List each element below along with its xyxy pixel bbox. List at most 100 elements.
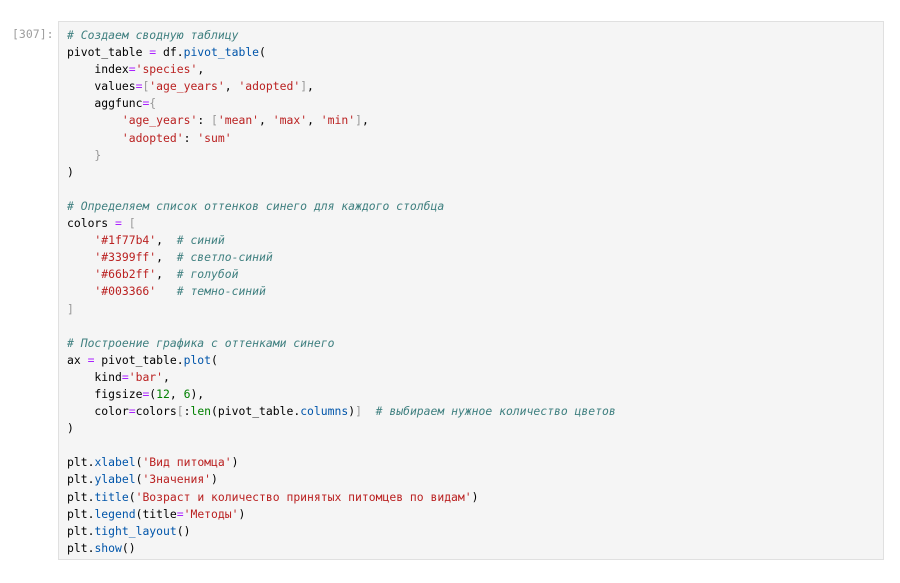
token-code-text: , [259, 113, 273, 128]
token-string: '#3399ff' [67, 250, 157, 265]
token-attribute: title [94, 489, 129, 504]
token-operator: = [115, 216, 122, 231]
token-comment: # светло-синий [176, 250, 273, 265]
code-line: aggfunc={ [67, 95, 616, 112]
code-line: plt.xlabel('Вид питомца') [67, 454, 616, 471]
token-code-text [67, 319, 74, 333]
token-code-text: : [197, 113, 212, 128]
token-code-text: kind [67, 369, 122, 384]
code-line [67, 181, 616, 198]
code-line: plt.legend(title='Методы') [67, 506, 616, 523]
code-line: kind='bar', [67, 369, 616, 386]
token-code-text: , [224, 79, 239, 94]
token-attribute: show [94, 540, 122, 555]
code-line: 'age_years': ['mean', 'max', 'min'], [67, 112, 616, 129]
token-string: '#1f77b4' [67, 233, 157, 248]
token-string: 'age_years' [67, 113, 198, 128]
token-comment: # выбираем нужное количество цветов [375, 404, 616, 419]
token-operator: = [121, 369, 129, 384]
token-code-text: , [361, 113, 369, 128]
token-code-text: colors [67, 216, 116, 231]
token-operator: = [176, 506, 184, 521]
code-line: 'adopted': 'sum' [67, 130, 616, 147]
token-code-text: colors [135, 404, 177, 419]
token-code-text: ( [211, 352, 218, 367]
token-code-text: , [156, 233, 177, 248]
code-line: ] [67, 301, 616, 318]
code-line: # Построение графика с оттенками синего [67, 335, 616, 352]
token-code-text: ) [211, 472, 218, 487]
token-string: 'min' [320, 113, 356, 128]
code-line: '#3399ff', # светло-синий [67, 249, 616, 266]
token-string: 'species' [135, 62, 198, 77]
code-line: # Определяем список оттенков синего для … [67, 198, 616, 215]
execution-count-prompt: [307]: [12, 27, 54, 41]
token-bracket: { [149, 96, 157, 111]
token-code-text: figsize [67, 386, 143, 401]
code-line: pivot_table = df.pivot_table( [67, 44, 616, 61]
token-string: 'age_years' [149, 79, 225, 94]
token-bracket: ] [355, 404, 362, 419]
token-bracket: [ [142, 79, 150, 94]
token-string: '#66b2ff' [67, 267, 157, 282]
token-comment: # синий [176, 233, 225, 248]
token-string: 'bar' [128, 369, 164, 384]
token-code-text: pivot_table [67, 45, 150, 60]
token-builtin: len [190, 404, 212, 419]
token-code-text [156, 284, 177, 298]
token-operator: = [142, 386, 150, 401]
token-code-text: plt. [67, 506, 95, 521]
token-code-text: df. [156, 45, 184, 60]
token-code-text: , [307, 79, 314, 94]
token-code-text: ) [348, 404, 356, 419]
token-bracket: [ [176, 404, 184, 419]
token-string: 'Вид питомца' [142, 455, 232, 470]
token-code-text [67, 438, 74, 452]
token-operator: = [128, 62, 136, 77]
code-line: colors = [ [67, 215, 616, 232]
token-code-text: ( [259, 45, 266, 60]
token-code-text: plt. [67, 472, 95, 487]
code-line: '#1f77b4', # синий [67, 232, 616, 249]
token-string: 'Методы' [183, 506, 239, 521]
token-code-text: ), [190, 386, 205, 401]
token-code-text: ax [67, 352, 88, 367]
token-string: 'adopted' [238, 79, 301, 94]
code-line: index='species', [67, 61, 616, 78]
token-bracket: [ [128, 216, 136, 231]
token-code-text [362, 404, 376, 418]
code-line: '#66b2ff', # голубой [67, 266, 616, 283]
code-line: values=['age_years', 'adopted'], [67, 78, 616, 95]
code-line: # Создаем сводную таблицу [67, 27, 616, 44]
token-code-text: ) [471, 489, 479, 504]
token-code-text: ( [135, 472, 143, 487]
token-code-text: values [67, 79, 136, 94]
token-string: 'max' [272, 113, 308, 128]
token-code-text: , [197, 62, 205, 77]
code-line: plt.title('Возраст и количество принятых… [67, 489, 616, 506]
token-bracket: } [67, 147, 102, 162]
token-attribute: columns [300, 404, 349, 419]
token-code-text: aggfunc [67, 96, 143, 111]
token-code-text: (title [135, 506, 177, 521]
code-line: plt.show() [67, 540, 616, 557]
token-attribute: pivot_table [183, 45, 260, 60]
token-code-text: ) [67, 421, 74, 436]
token-string: 'sum' [197, 130, 232, 145]
token-attribute: legend [94, 506, 136, 521]
token-code-text [122, 216, 129, 230]
code-line: } [67, 147, 616, 164]
token-code-text: ) [231, 455, 239, 470]
token-string: 'adopted' [67, 130, 184, 145]
token-comment: # Определяем список оттенков синего для … [67, 198, 445, 213]
token-code-text [67, 182, 74, 196]
token-operator: = [135, 79, 143, 94]
token-attribute: plot [183, 352, 212, 367]
token-comment: # темно-синий [176, 284, 266, 299]
token-code-text: plt. [67, 540, 95, 555]
token-code-text: color [67, 404, 129, 419]
token-code-text: pivot_table. [94, 352, 184, 367]
token-comment: # голубой [176, 267, 239, 282]
